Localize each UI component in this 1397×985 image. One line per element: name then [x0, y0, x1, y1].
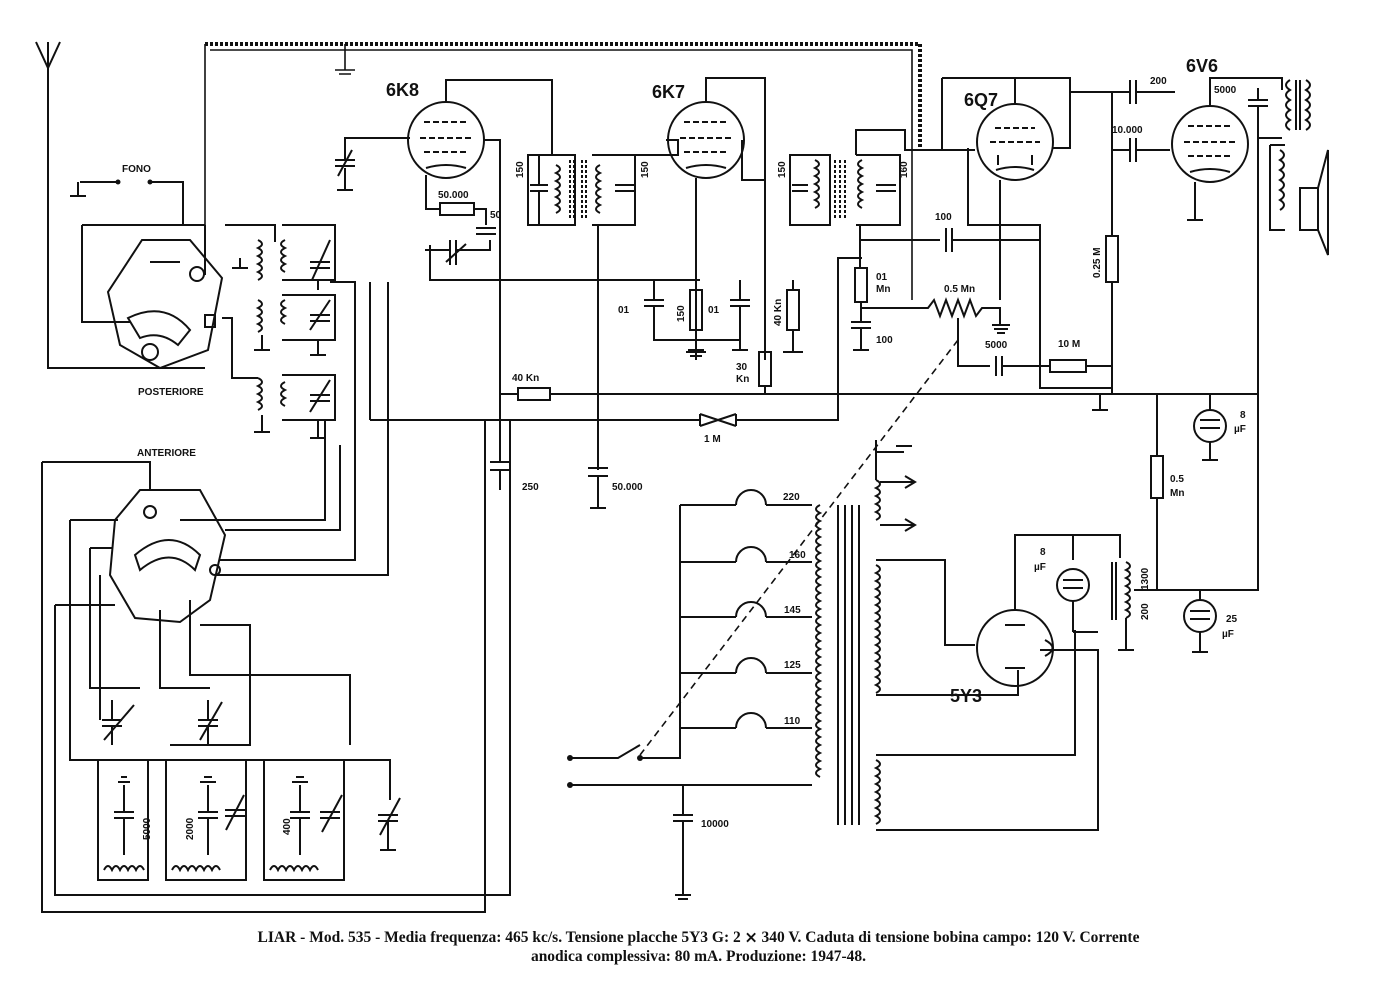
c-160-label: 160: [899, 161, 910, 178]
c-01b-label: 01: [708, 305, 720, 316]
c-150c-label: 150: [777, 161, 788, 178]
r-05m-label: 0.5: [1170, 474, 1184, 485]
uf-b-label: µF: [1034, 562, 1046, 573]
r-1m-label: 1 M: [704, 434, 721, 445]
if-transformer-2: 150 160: [777, 129, 975, 268]
c-5000-label: 5000: [985, 340, 1008, 351]
detector-network: 01 Mn 100 100 0.5 Mn 5000 10 M: [639, 212, 1112, 756]
radio-schematic: FONO POSTERIORE ANTERIORE: [35, 41, 1329, 913]
caption-line-2: anodica complessiva: 80 mA. Produzione: …: [530, 948, 867, 965]
voltage-125: 125: [784, 660, 801, 671]
c-8uf-a-label: 8: [1240, 410, 1246, 421]
r-10m-label: 10 M: [1058, 339, 1080, 350]
c-100a-label: 100: [935, 212, 952, 223]
r-01m-unit: Mn: [876, 284, 890, 295]
voltage-110: 110: [784, 716, 801, 727]
tube-5y3-label: 5Y3: [950, 686, 982, 706]
if-transformer-1: 150 150: [515, 139, 679, 470]
c-10000a-label: 10.000: [1112, 125, 1143, 136]
output-coupling: 200 10.000 0.25 M: [1092, 76, 1175, 411]
caption-line-1: LIAR - Mod. 535 - Media frequenza: 465 k…: [257, 929, 1140, 946]
tube-6v6-label: 6V6: [1186, 56, 1218, 76]
c-400-label: 400: [282, 818, 293, 835]
r-01m-label: 01: [876, 272, 888, 283]
filter-cap-8uf-upper: 8 µF: [1193, 394, 1246, 461]
c-250-label: 250: [522, 482, 539, 493]
phono-input: FONO: [70, 164, 184, 225]
tube-6k7: 6K7: [652, 77, 766, 360]
shield-line: [205, 42, 922, 150]
posteriore-label: POSTERIORE: [138, 387, 204, 398]
c-10000b-label: 10000: [701, 819, 729, 830]
bias-network: 01 150 01 40 Kn 30 Kn 40 Kn 1 M 250 50.0…: [370, 257, 1258, 509]
fono-label: FONO: [122, 164, 151, 175]
pot-label: 0.5 Mn: [944, 284, 975, 295]
c-2000-label: 2000: [185, 817, 196, 840]
tube-5y3: 5Y3 8 µF 1300 200 25 µF: [950, 394, 1259, 706]
c-5000b-label: 5000: [1214, 85, 1237, 96]
anteriore-label: ANTERIORE: [137, 448, 196, 459]
uf-a-label: µF: [1234, 424, 1246, 435]
tube-6q7-label: 6Q7: [964, 90, 998, 110]
c-200-label: 200: [1150, 76, 1167, 87]
c-8uf-b-label: 8: [1040, 547, 1046, 558]
c-150b-label: 150: [640, 161, 651, 178]
r-200-label: 200: [1140, 603, 1151, 620]
r-40k-label: 40 Kn: [773, 299, 784, 326]
tube-6q7: 6Q7: [941, 77, 1125, 389]
tube-6k7-label: 6K7: [652, 82, 685, 102]
r-50000-label: 50.000: [438, 190, 469, 201]
c-25uf-label: 25: [1226, 614, 1238, 625]
antenna-symbol: [35, 41, 205, 369]
voltage-220: 220: [783, 492, 800, 503]
uf-c-label: µF: [1222, 629, 1234, 640]
c-50000-label: 50.000: [612, 482, 643, 493]
voltage-selector: 220 160 145 125 110 10000: [567, 489, 812, 900]
c-100b-label: 100: [876, 335, 893, 346]
rear-wafer-switch: POSTERIORE: [81, 224, 224, 398]
c-150a-label: 150: [515, 161, 526, 178]
tube-6k8: 6K8 50.000 50: [335, 79, 700, 420]
c-50-label: 50: [490, 210, 502, 221]
rf-coils: [222, 224, 336, 439]
r-150-label: 150: [676, 305, 687, 322]
r-40k-h-label: 40 Kn: [512, 373, 539, 384]
r-025m-label: 0.25 M: [1092, 247, 1103, 278]
r-30k-unit: Kn: [736, 374, 749, 385]
r-1300-label: 1300: [1140, 567, 1151, 590]
tube-6v6: 6V6 5000: [1171, 56, 1329, 394]
band-tuning-section: 5000 2000 400: [97, 700, 401, 881]
c-5000c-label: 5000: [142, 817, 153, 840]
resistor-05m: 0.5 Mn: [1134, 394, 1184, 591]
voltage-160: 160: [789, 550, 806, 561]
r-05m-unit: Mn: [1170, 488, 1184, 499]
c-01a-label: 01: [618, 305, 630, 316]
voltage-145: 145: [784, 605, 801, 616]
caption: LIAR - Mod. 535 - Media frequenza: 465 k…: [60, 928, 1337, 966]
front-wafer-switch: ANTERIORE: [41, 281, 511, 913]
power-transformer: [815, 440, 1099, 831]
r-30k-label: 30: [736, 362, 748, 373]
tube-6k8-label: 6K8: [386, 80, 419, 100]
